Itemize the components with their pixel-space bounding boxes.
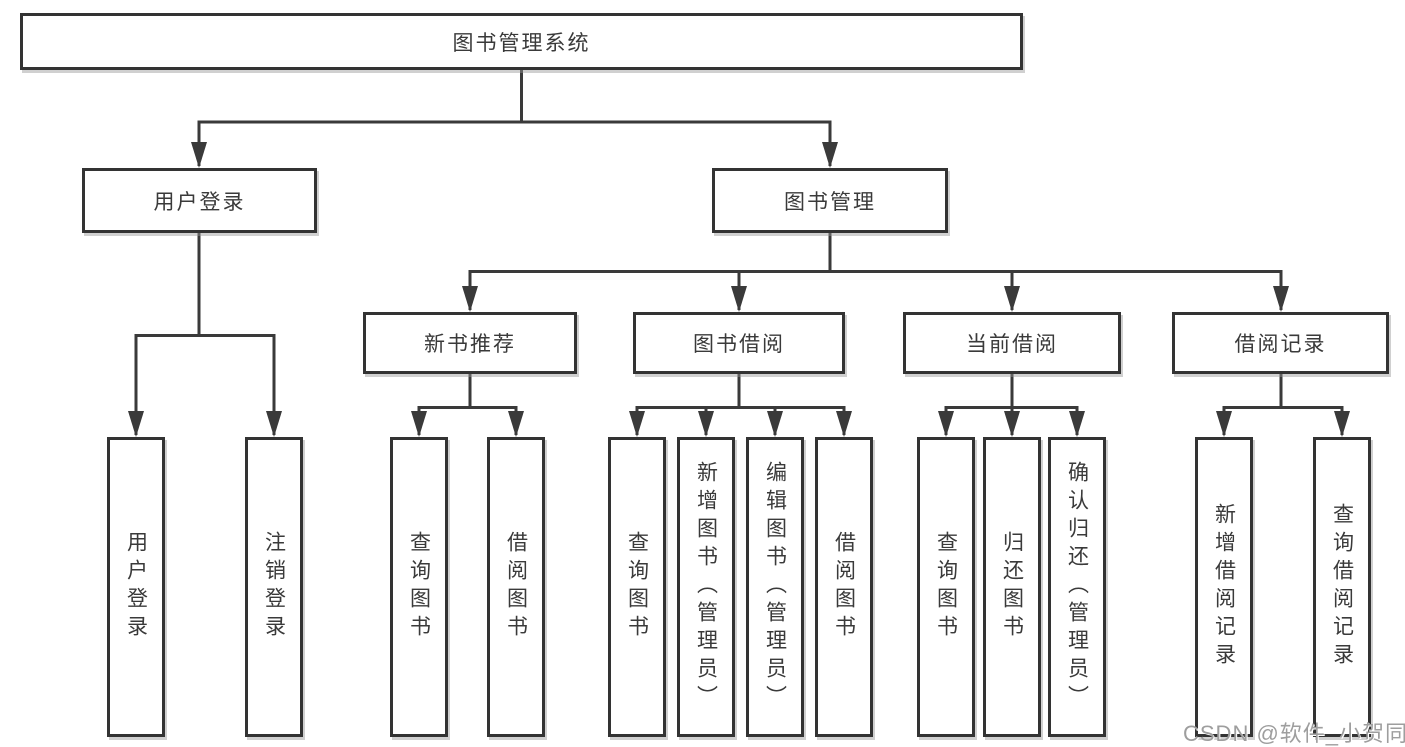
leaf-confirm-return-admin: 确认归还（管理员） (1048, 437, 1106, 737)
node-user-login: 用户登录 (82, 168, 317, 233)
node-current-borrowing: 当前借阅 (903, 312, 1121, 374)
leaf-label: 借阅图书 (504, 531, 528, 643)
connector-borrow-group (635, 374, 846, 435)
connector-newrec-group (417, 374, 518, 435)
connector-records-group (1222, 374, 1344, 435)
node-borrowing-records: 借阅记录 (1172, 312, 1389, 374)
leaf-label: 归还图书 (1000, 531, 1024, 643)
csdn-watermark: CSDN @软件_小贺同学 (1183, 721, 1405, 746)
node-book-management: 图书管理 (712, 168, 948, 233)
leaf-query-books-current: 查询图书 (917, 437, 975, 737)
leaf-label: 查询图书 (625, 531, 649, 643)
connector-login-group (134, 233, 276, 435)
leaf-edit-books-admin: 编辑图书（管理员） (746, 437, 804, 737)
leaf-label: 新增图书（管理员） (694, 461, 718, 713)
connector-mgmt-group (468, 233, 1283, 310)
leaf-label: 确认归还（管理员） (1065, 461, 1089, 713)
leaf-query-books-borrow: 查询图书 (608, 437, 666, 737)
node-book-borrowing: 图书借阅 (633, 312, 845, 374)
leaf-add-borrow-record: 新增借阅记录 (1195, 437, 1253, 737)
leaf-label: 查询图书 (934, 531, 958, 643)
arrowheads (128, 142, 1350, 437)
leaf-label: 新增借阅记录 (1212, 503, 1236, 671)
leaf-query-books-newrec: 查询图书 (390, 437, 448, 737)
leaf-label: 注销登录 (262, 531, 286, 643)
leaf-label: 查询借阅记录 (1330, 503, 1354, 671)
leaf-label: 查询图书 (407, 531, 431, 643)
leaf-return-books: 归还图书 (983, 437, 1041, 737)
connector-root (197, 70, 832, 166)
leaf-borrow-books: 借阅图书 (815, 437, 873, 737)
leaf-label: 用户登录 (124, 531, 148, 643)
leaf-add-books-admin: 新增图书（管理员） (677, 437, 735, 737)
leaf-borrow-books-newrec: 借阅图书 (487, 437, 545, 737)
leaf-logout: 注销登录 (245, 437, 303, 737)
leaf-user-login: 用户登录 (107, 437, 165, 737)
leaf-label: 借阅图书 (832, 531, 856, 643)
node-root: 图书管理系统 (20, 13, 1023, 70)
leaf-label: 编辑图书（管理员） (763, 461, 787, 713)
node-new-book-recommendation: 新书推荐 (363, 312, 577, 374)
leaf-query-borrow-record: 查询借阅记录 (1313, 437, 1371, 737)
